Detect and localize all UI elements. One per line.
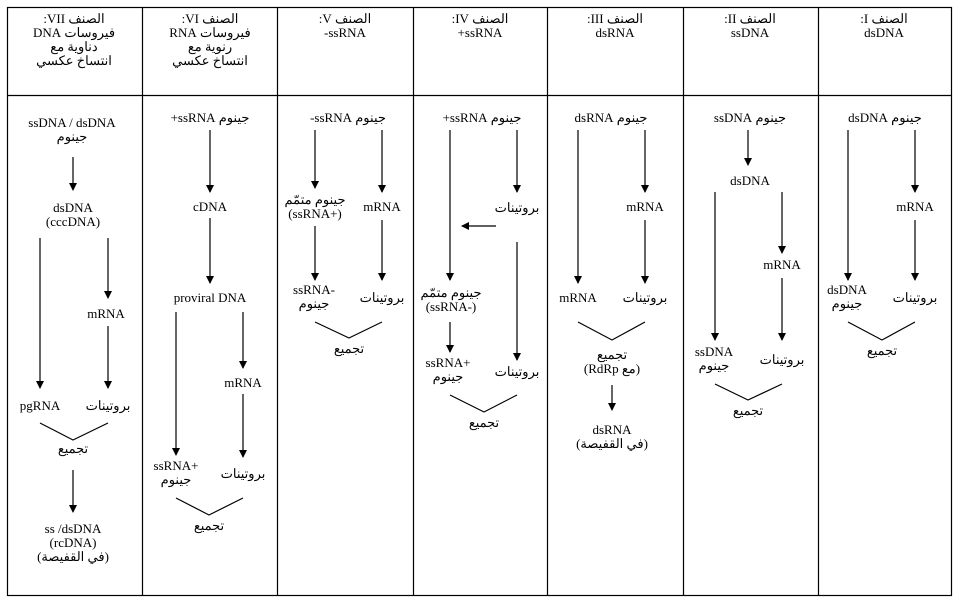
c1-assembly: تجميع [866,343,898,358]
c6-mrna: mRNA [224,375,262,390]
c4-complement: جينوم متمّم (ssRNA-) [420,285,482,314]
c3-genome: جينوم dsRNA [574,110,648,125]
c4-proteins: بروتينات [494,364,540,379]
c6-ssrna: ssRNA+ جينوم [153,458,199,487]
table-border [6,6,953,597]
c2-proteins: بروتينات [759,352,805,367]
c1-mrna: mRNA [896,199,934,214]
c5-assembly: تجميع [333,341,365,356]
c7-genome: ssDNA / dsDNA جينوم [28,115,116,144]
assembly-joins [39,321,916,516]
c6-genome: جينوم ssRNA+ [170,110,250,125]
c4-ssrna: ssRNA+ جينوم [425,355,471,384]
c7-assembly: تجميع [57,441,89,456]
c7-final: ss /dsDNA (rcDNA) (في القفيصة) [37,521,109,564]
c3-assembly: تجميع (مع RdRp) [583,347,641,376]
c4-assembly: تجميع [468,415,500,430]
c2-dsdna: dsDNA [730,173,770,188]
c2-genome: جينوم ssDNA [713,110,787,125]
header-class-iv: الصنف IV: ssRNA+ [451,11,509,40]
c3-mrna: mRNA [559,290,597,305]
c5-mrna: mRNA [363,199,401,214]
c7-proteins: بروتينات [85,398,131,413]
c2-assembly: تجميع [732,403,764,418]
c2-mrna: mRNA [763,257,801,272]
c2-ssdna: ssDNA جينوم [694,344,734,373]
c3-mrna-top: mRNA [626,199,664,214]
c7-mrna: mRNA [87,306,125,321]
c1-dsdna: dsDNA جينوم [827,282,867,311]
c3-proteins: بروتينات [622,290,668,305]
c6-assembly: تجميع [193,518,225,533]
c5-complement: جينوم متمّم (ssRNA+) [284,192,346,221]
c1-proteins: بروتينات [892,290,938,305]
c5-proteins: بروتينات [359,290,405,305]
header-class-vii: الصنف VII: فيروسات DNA دناوية مع انتساخ … [32,11,116,68]
c3-final: dsRNA (في القفيصة) [576,422,648,451]
header-class-i: الصنف I: dsDNA [860,11,908,40]
c4-proteins-top: بروتينات [494,200,540,215]
header-class-iii: الصنف III: dsRNA [586,11,644,40]
arrows [36,130,919,513]
c5-ssrna: ssRNA- جينوم [293,282,335,311]
c6-proviral: proviral DNA [173,290,247,305]
header-class-ii: الصنف II: ssDNA [724,11,776,40]
column-dividers [141,7,820,596]
c7-pgrna: pgRNA [19,398,61,413]
header-class-vi: الصنف VI: فيروسات RNA رنوية مع انتساخ عك… [169,11,251,68]
c6-proteins: بروتينات [220,466,266,481]
header-class-v: الصنف V: ssRNA- [318,11,372,40]
c7-dsdna: dsDNA (cccDNA) [45,200,101,229]
c1-genome: جينوم dsDNA [848,110,922,125]
c6-cdna: cDNA [193,199,227,214]
c4-genome: جينوم ssRNA+ [442,110,522,125]
c5-genome: جينوم ssRNA- [310,110,386,125]
